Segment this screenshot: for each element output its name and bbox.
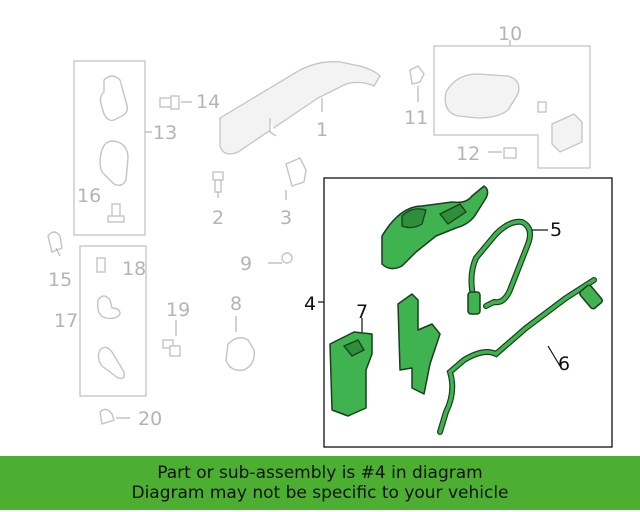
callout-12: 12 <box>456 143 480 165</box>
group-box-4 <box>318 177 613 448</box>
callout-8: 8 <box>230 293 242 315</box>
bolt-16 <box>107 203 125 223</box>
callout-17: 17 <box>54 310 78 332</box>
callout-1: 1 <box>316 119 328 141</box>
callout-19: 19 <box>166 299 190 321</box>
group-box-17 <box>79 245 147 397</box>
clip-20 <box>99 408 130 425</box>
group-box-10 <box>433 45 591 169</box>
banner-line-1: Part or sub-assembly is #4 in diagram <box>157 463 483 483</box>
parts-diagram: 1 2 3 4 5 6 7 8 9 10 11 12 13 14 15 16 1… <box>47 23 613 448</box>
callout-11: 11 <box>404 107 428 129</box>
screw-18 <box>96 257 106 273</box>
screw-12 <box>488 147 517 159</box>
latch-bracket <box>397 293 441 395</box>
callout-18: 18 <box>122 258 146 280</box>
clip-11 <box>409 65 425 85</box>
callout-13: 13 <box>153 122 177 144</box>
clip-15 <box>47 231 63 253</box>
info-banner: Part or sub-assembly is #4 in diagram Di… <box>0 456 640 510</box>
callout-3: 3 <box>280 207 292 229</box>
bolt-14 <box>159 95 192 110</box>
inside-handle-10 <box>444 73 583 153</box>
group-box-13 <box>73 60 152 236</box>
callout-15: 15 <box>48 269 72 291</box>
latch-7 <box>329 318 373 417</box>
callout-14: 14 <box>196 91 220 113</box>
outside-handle-1 <box>219 61 381 155</box>
clip-2 <box>212 171 224 193</box>
callout-5: 5 <box>550 219 562 241</box>
banner-line-2: Diagram may not be specific to your vehi… <box>131 483 509 503</box>
callout-9: 9 <box>240 253 252 275</box>
clip-part <box>96 295 126 380</box>
clip-19 <box>162 339 181 357</box>
callout-7: 7 <box>356 301 368 323</box>
bracket-part <box>99 75 129 187</box>
callout-6: 6 <box>558 353 570 375</box>
callout-16: 16 <box>77 185 101 207</box>
inside-handle-assembly <box>381 185 489 270</box>
cable-6 <box>437 277 603 435</box>
cable-5 <box>467 218 548 315</box>
callout-20: 20 <box>138 408 162 430</box>
callout-10: 10 <box>498 23 522 45</box>
clip-3 <box>285 157 307 187</box>
callout-2: 2 <box>212 207 224 229</box>
bolt-9 <box>268 252 293 264</box>
cover-8 <box>225 337 255 371</box>
callout-4: 4 <box>304 293 316 315</box>
